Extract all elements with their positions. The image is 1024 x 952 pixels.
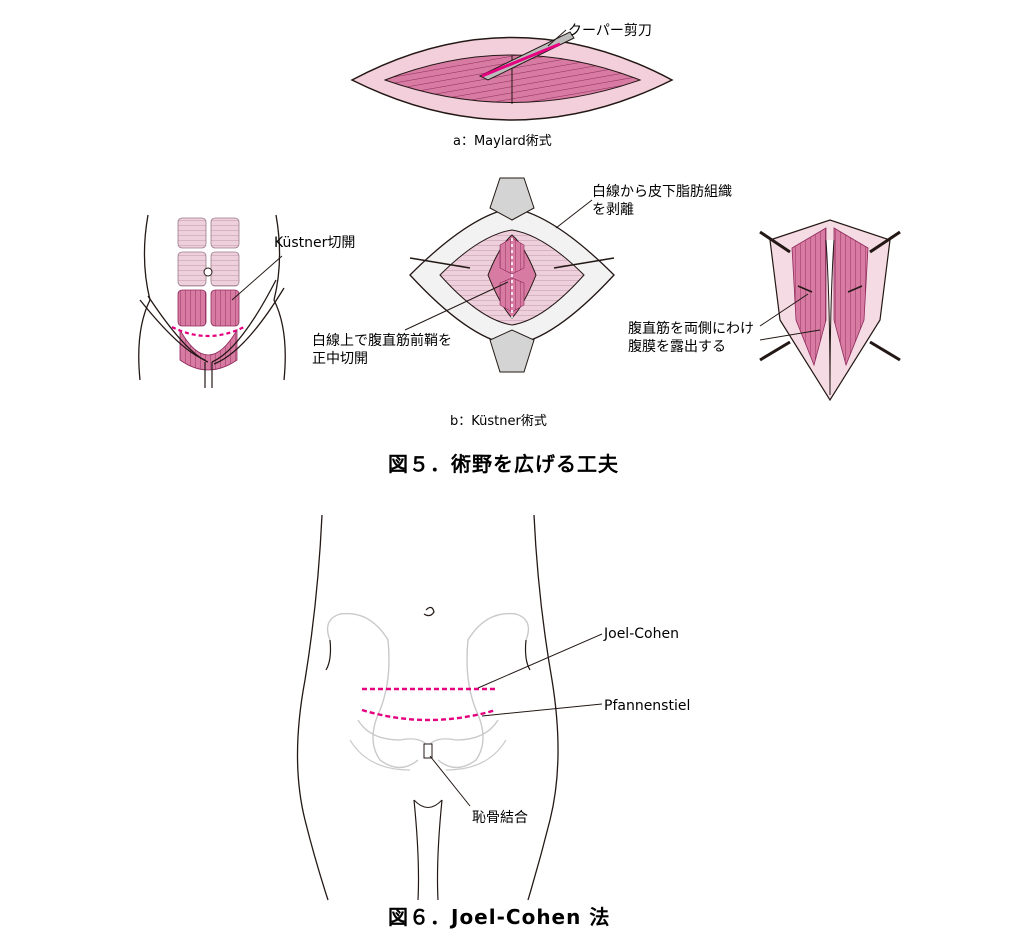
rectus-separation-illustration: 腹直筋を両側にわけ 腹膜を露出する (628, 219, 901, 402)
fig5-title: 図５．術野を広げる工夫 (388, 452, 619, 476)
rectus-leader-1 (759, 293, 809, 327)
navel (423, 606, 435, 617)
pubic-leader (429, 755, 471, 807)
dissect-label-2: を剥離 (592, 201, 634, 218)
pfannenstiel-incision (361, 708, 497, 722)
joel-leader (477, 633, 603, 689)
dissect-leader (555, 199, 593, 229)
pubic-symphysis-label: 恥骨結合 (472, 810, 528, 826)
pubic-symphysis (423, 743, 433, 759)
maylard-caption: a：Maylard術式 (453, 134, 552, 149)
midline-leader (404, 281, 509, 331)
scissors-leader (547, 29, 567, 47)
kustner-leader (231, 255, 283, 301)
fig6-title: 図６．Joel-Cohen 法 (388, 905, 610, 929)
maylard-illustration: クーパー剪刀 a：Maylard術式 (350, 23, 674, 149)
joel-cohen-label: Joel-Cohen (603, 626, 679, 642)
kustner-dissection-illustration: 白線から皮下脂肪組織 を剥離 白線上で腹直筋前鞘を 正中切開 b：Küstner… (312, 177, 732, 429)
kustner-caption: b：Küstner術式 (450, 414, 547, 429)
midline-label-1: 白線上で腹直筋前鞘を (312, 332, 452, 349)
rectus-leader-2 (759, 329, 821, 341)
dissect-label-1: 白線から皮下脂肪組織 (592, 184, 732, 200)
rectus-label-1: 腹直筋を両側にわけ (628, 320, 754, 337)
pfann-leader (481, 703, 603, 717)
rectus-label-2: 腹膜を露出する (628, 338, 726, 355)
pelvis-right (437, 612, 530, 769)
kustner-incision-line (171, 326, 245, 337)
joel-cohen-illustration: Joel-Cohen Pfannenstiel 恥骨結合 (296, 514, 690, 901)
scissors-label: クーパー剪刀 (568, 23, 652, 39)
kustner-torso-illustration: Küstner切開 (138, 214, 355, 388)
midline-label-2: 正中切開 (312, 351, 368, 367)
pfannenstiel-label: Pfannenstiel (604, 698, 690, 714)
kustner-label: Küstner切開 (274, 235, 355, 251)
pelvis-left (326, 612, 419, 769)
